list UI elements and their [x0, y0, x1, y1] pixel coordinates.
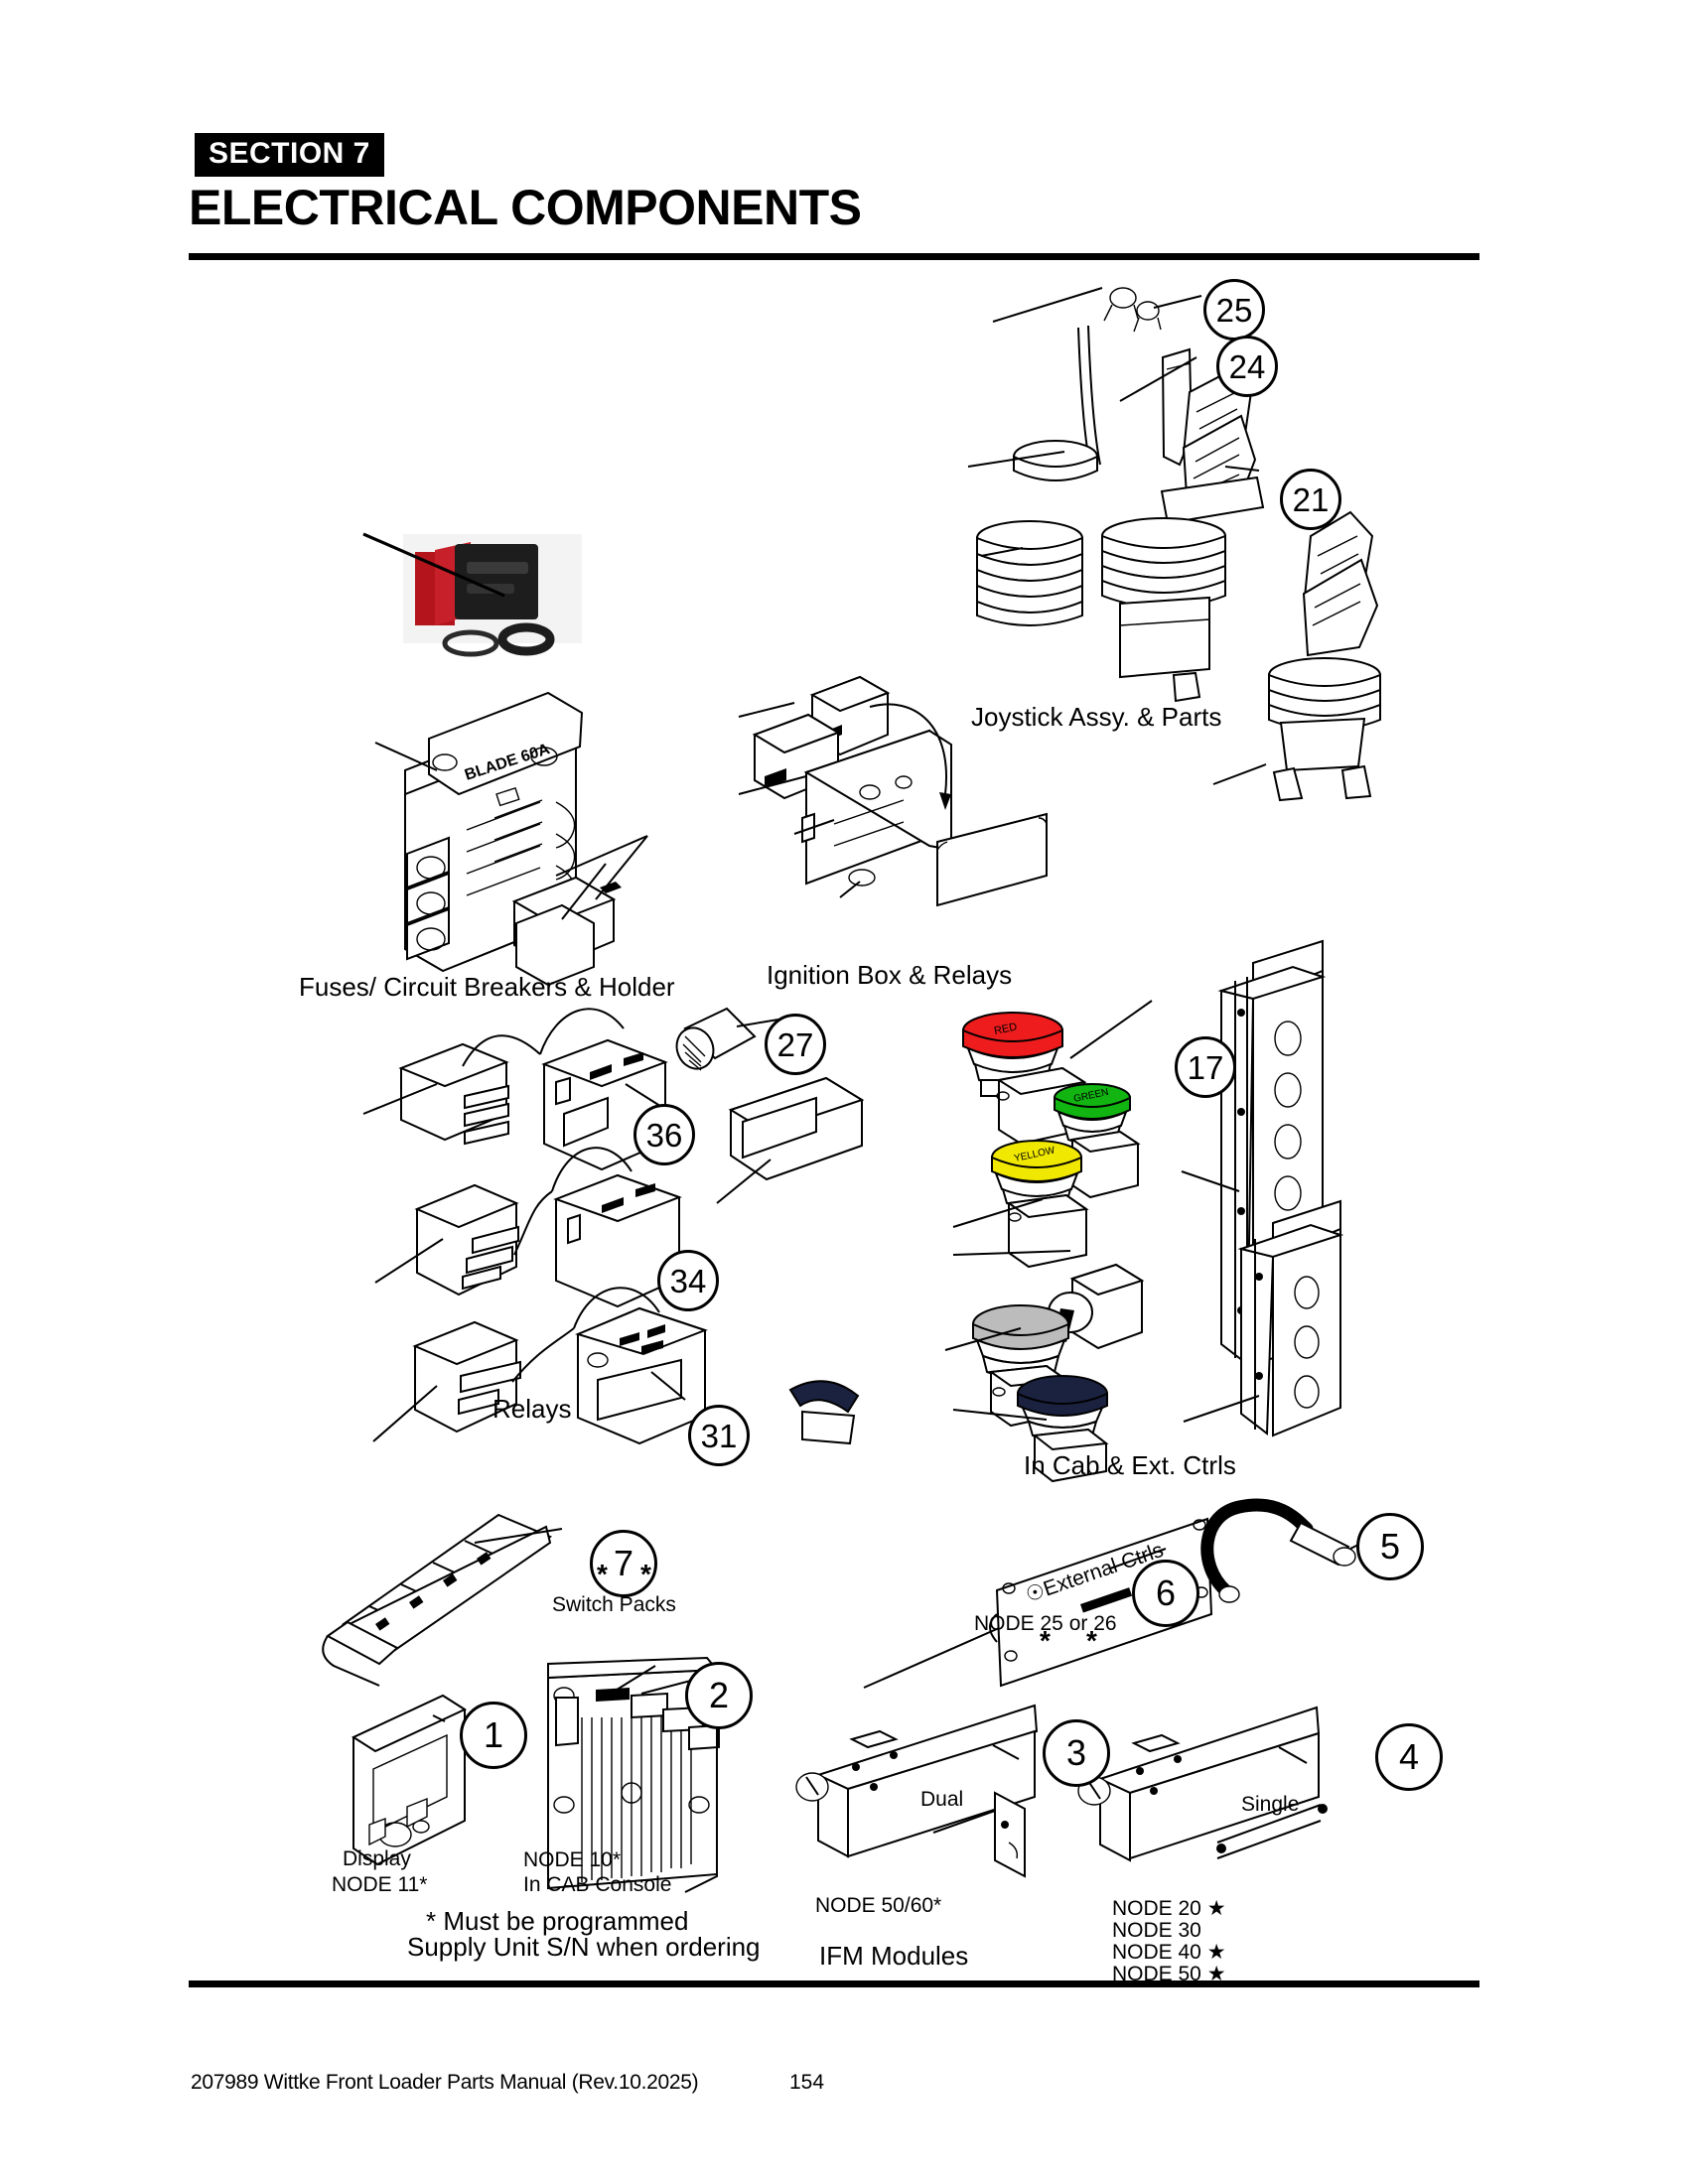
- switch-pack-art: [323, 1515, 562, 1686]
- note-ifm-node-5060: NODE 50/60*: [815, 1894, 942, 1917]
- footnote-line-1: * Must be programmed: [426, 1906, 689, 1936]
- asterisk-ext-ctrls-2: *: [1086, 1625, 1097, 1656]
- button-guard: [790, 1381, 858, 1443]
- label-in-cab-ext-ctrls: In Cab & Ext. Ctrls: [1024, 1450, 1236, 1480]
- asterisk-switch-packs-2: *: [640, 1559, 651, 1589]
- note-console-node: NODE 10*: [523, 1848, 622, 1871]
- callout-17: 17: [1175, 1036, 1236, 1098]
- note-ifm-dual: Dual: [920, 1788, 964, 1811]
- asterisk-ext-ctrls-1: *: [1040, 1625, 1051, 1656]
- note-node-50: NODE 50 ★: [1112, 1963, 1226, 1985]
- red-indicator-photo: [363, 534, 582, 654]
- note-console-where: In CAB Console: [523, 1873, 672, 1896]
- cab-console-art: [548, 1658, 719, 1892]
- callout-25: 25: [1203, 279, 1265, 341]
- footnote-line-2: Supply Unit S/N when ordering: [407, 1932, 761, 1962]
- svg-text:RED: RED: [993, 1021, 1018, 1037]
- callout-4: 4: [1375, 1723, 1443, 1791]
- label-switch-packs: Switch Packs: [552, 1593, 676, 1616]
- note-display-node: NODE 11*: [332, 1873, 428, 1896]
- callout-24: 24: [1216, 336, 1278, 397]
- callout-21: 21: [1280, 469, 1341, 530]
- footer-page-number: 154: [789, 2071, 825, 2094]
- label-ifm-modules: IFM Modules: [819, 1941, 969, 1971]
- push-button-navy: [1018, 1376, 1107, 1481]
- callout-27: 27: [765, 1014, 826, 1075]
- note-ifm-single: Single: [1241, 1793, 1300, 1816]
- note-node-20: NODE 20 ★: [1112, 1897, 1226, 1920]
- push-button-green: GREEN: [1055, 1084, 1138, 1197]
- header-rule: [189, 253, 1479, 260]
- callout-7: 7: [590, 1530, 657, 1597]
- antenna-cable-art: [1207, 1505, 1386, 1602]
- label-joystick-assy: Joystick Assy. & Parts: [971, 702, 1222, 732]
- ignition-box-art: [739, 677, 1047, 905]
- callout-34: 34: [657, 1250, 719, 1311]
- footer-manual-title: 207989 Wittke Front Loader Parts Manual …: [191, 2071, 699, 2094]
- callout-36: 36: [633, 1104, 695, 1165]
- page-title: ELECTRICAL COMPONENTS: [189, 180, 862, 235]
- footer-rule: [189, 1980, 1479, 1987]
- cylindrical-connector-art: [670, 1009, 784, 1074]
- asterisk-switch-packs-1: *: [597, 1559, 608, 1589]
- note-display: Display: [343, 1847, 411, 1870]
- fuse-stack: [407, 838, 449, 959]
- ifm-single-art: [1078, 1707, 1328, 1860]
- relays-art: [363, 1009, 705, 1443]
- label-relays: Relays: [492, 1394, 572, 1424]
- push-button-red: RED: [963, 1013, 1084, 1144]
- callout-6: 6: [1132, 1560, 1199, 1627]
- callout-3: 3: [1043, 1719, 1110, 1787]
- callout-31: 31: [688, 1405, 750, 1466]
- callout-5: 5: [1356, 1513, 1424, 1580]
- label-fuses-holder: Fuses/ Circuit Breakers & Holder: [299, 972, 675, 1002]
- note-node-40: NODE 40 ★: [1112, 1941, 1226, 1964]
- label-ignition-box: Ignition Box & Relays: [767, 960, 1013, 990]
- callout-1: 1: [460, 1702, 527, 1769]
- note-node-30: NODE 30: [1112, 1919, 1201, 1942]
- joystick-boot: [977, 521, 1082, 625]
- ifm-dual-art: [796, 1706, 1037, 1878]
- joystick-assembly-art: [968, 288, 1380, 800]
- note-ext-ctrl-node: NODE 25 or 26: [974, 1612, 1117, 1635]
- control-rack-lower: [1184, 1201, 1340, 1435]
- fuse-panel-art: BLADE 60A: [375, 693, 647, 985]
- joystick-secondary: [1269, 512, 1380, 800]
- callout-2: 2: [685, 1662, 753, 1729]
- rect-connector-art: [717, 1078, 862, 1203]
- display-unit-art: [353, 1696, 465, 1864]
- joystick-main: [1102, 370, 1263, 701]
- section-tag: SECTION 7: [195, 133, 384, 177]
- push-button-yellow: YELLOW: [992, 1141, 1086, 1267]
- push-buttons-art: RED GREEN YELLOW: [790, 1001, 1152, 1481]
